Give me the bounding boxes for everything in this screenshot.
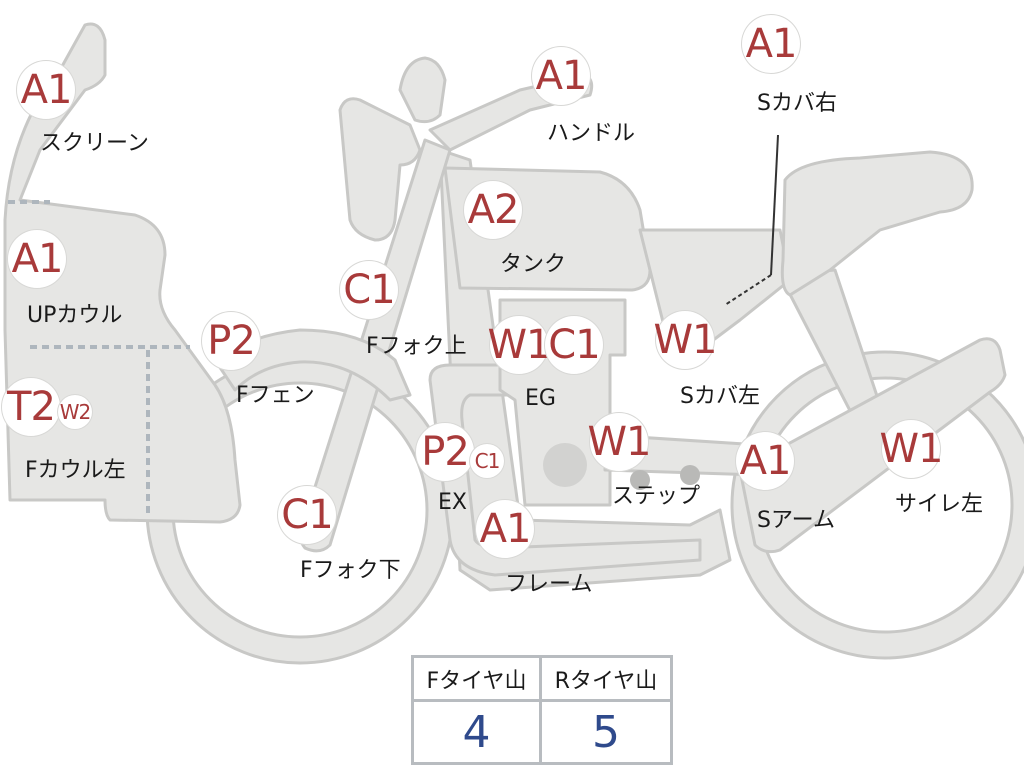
swing-arm-code-badge: A1 — [736, 432, 794, 490]
screen-code-badge: A1 — [17, 61, 75, 119]
f-fender-code: P2 — [207, 318, 256, 364]
f-fender-code-badge: P2 — [202, 312, 260, 370]
s-cover-right-label: Sカバ右 — [757, 91, 837, 116]
frame-lower-shape — [428, 363, 702, 577]
handle-label: ハンドル — [547, 121, 636, 146]
s-cover-right-code-badge: A1 — [742, 15, 800, 73]
s-cover-left-label: Sカバ左 — [680, 384, 760, 409]
f-fork-lower-code-badge: C1 — [278, 486, 336, 544]
handle-code-badge: A1 — [532, 47, 590, 105]
f-cowl-left-label: Fカウル左 — [25, 458, 126, 483]
f-fender-label: Fフェン — [236, 383, 315, 408]
front-fender-shape — [213, 328, 412, 402]
frame-code: A1 — [479, 506, 532, 552]
screen-code: A1 — [20, 67, 73, 113]
frame-label: フレーム — [505, 572, 593, 597]
exhaust-label: EX — [438, 490, 467, 515]
front-tire-value: 4 — [414, 702, 542, 762]
up-cowl-code: A1 — [11, 236, 64, 282]
handle-grip-shape — [398, 56, 447, 124]
rear-tire-header: Rタイヤ山 — [542, 658, 670, 702]
rear-wheel-outer-edge — [730, 350, 1024, 660]
up-cowl-label: UPカウル — [27, 303, 123, 328]
f-fork-lower-label: Fフォク下 — [300, 558, 401, 583]
exhaust-code2: C1 — [474, 449, 501, 473]
engine-code2: C1 — [548, 322, 600, 368]
step-peg-left — [630, 470, 650, 490]
swing-arm-shape — [738, 337, 1007, 554]
swing-arm-code: A1 — [739, 438, 792, 484]
s-cover-right-leader — [770, 134, 779, 276]
engine-code2-badge: C1 — [545, 316, 603, 374]
step-code-badge: W1 — [587, 413, 652, 471]
tire-tread-table: Fタイヤ山 Rタイヤ山 4 5 — [411, 655, 673, 765]
screen-label: スクリーン — [40, 131, 149, 156]
silencer-left-label: サイレ左 — [895, 492, 984, 517]
f-fork-upper-code-badge: C1 — [340, 261, 398, 319]
tank-code-badge: A2 — [464, 181, 522, 239]
swing-arm-label: Sアーム — [757, 508, 835, 533]
engine-code-badge: W1 — [487, 316, 552, 374]
exhaust-code2-badge: C1 — [470, 444, 504, 478]
silencer-left-code-badge: W1 — [879, 420, 944, 478]
f-cowl-left-code-badge: T2 — [2, 378, 60, 436]
engine-code: W1 — [487, 322, 552, 368]
silencer-left-code: W1 — [879, 426, 944, 472]
step-peg-right — [680, 465, 700, 485]
handle-code: A1 — [535, 53, 588, 99]
step-code: W1 — [587, 419, 652, 465]
seat-shape — [780, 150, 974, 297]
exhaust-code: P2 — [421, 429, 470, 475]
f-cowl-left-code2-badge: W2 — [58, 395, 92, 429]
f-fork-upper-label: Fフォク上 — [366, 334, 467, 359]
tank-label: タンク — [500, 252, 567, 277]
step-label: ステップ — [612, 484, 701, 509]
s-cover-right-leader-dashed — [724, 274, 772, 306]
engine-label: EG — [525, 386, 556, 411]
rear-tire-value: 5 — [592, 706, 620, 758]
front-tire-header: Fタイヤ山 — [414, 658, 542, 702]
f-cowl-left-code: T2 — [7, 384, 56, 430]
tank-code: A2 — [467, 187, 520, 233]
s-cover-right-code: A1 — [745, 21, 798, 67]
frame-code-badge: A1 — [476, 500, 534, 558]
rear-wheel — [732, 352, 1024, 658]
up-cowl-code-badge: A1 — [8, 230, 66, 288]
f-fork-lower-code: C1 — [281, 492, 333, 538]
headlight-mount-shape — [338, 97, 422, 242]
exhaust-code-badge: P2 — [416, 423, 474, 481]
s-cover-left-code: W1 — [653, 317, 718, 363]
f-fork-upper-code: C1 — [343, 267, 395, 313]
engine-cover-circle — [543, 443, 587, 487]
s-cover-left-code-badge: W1 — [653, 311, 718, 369]
f-cowl-left-code2: W2 — [59, 400, 91, 424]
